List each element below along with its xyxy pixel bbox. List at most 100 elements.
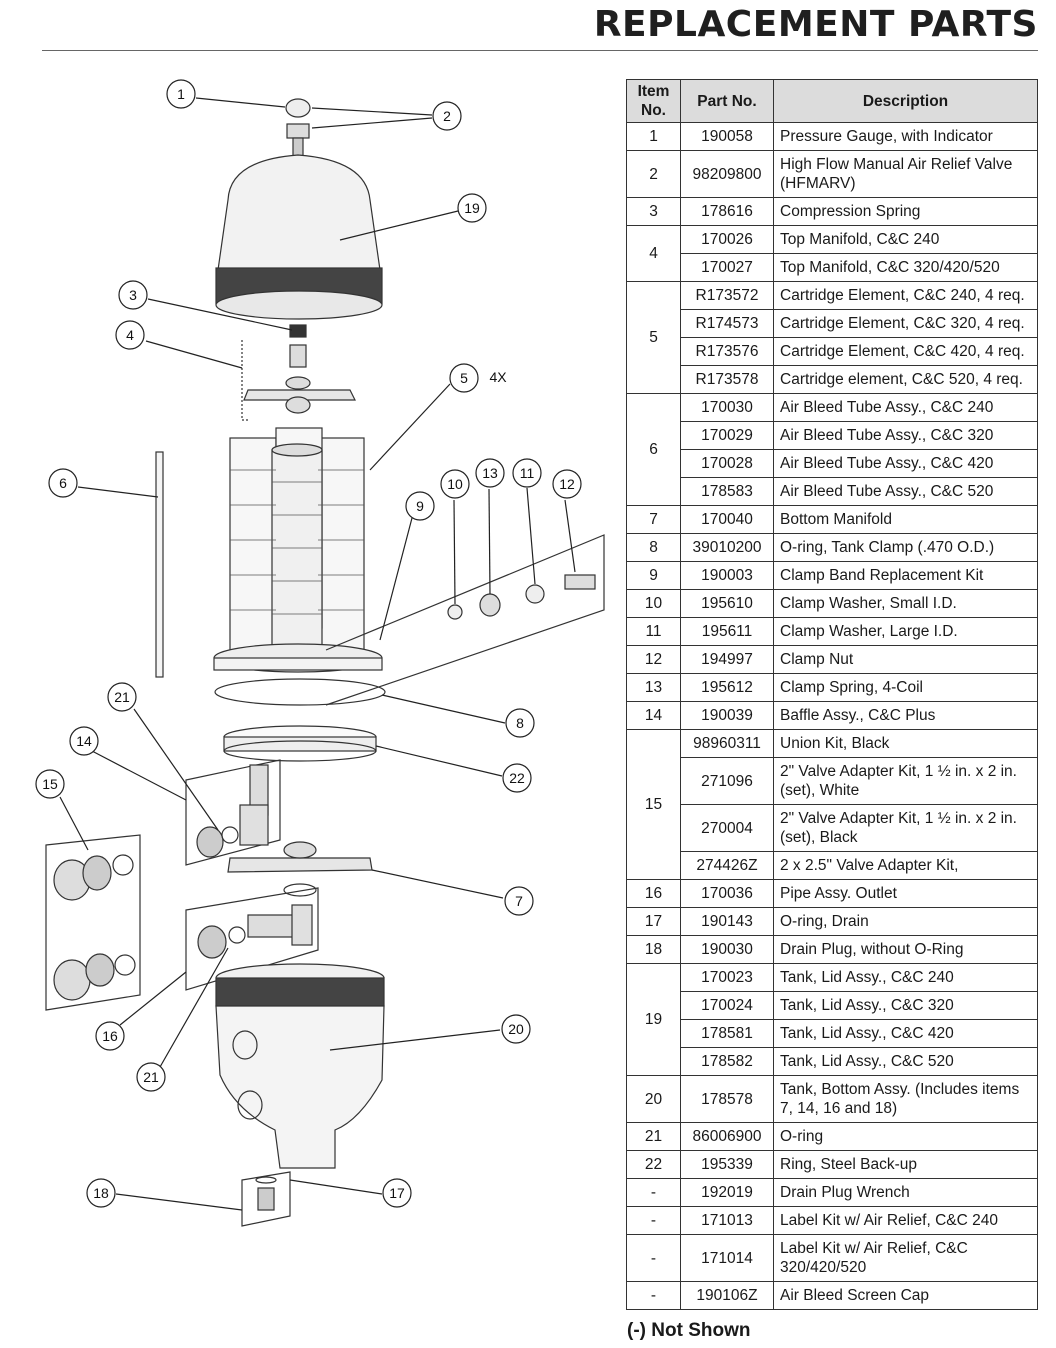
- part-number-cell: 178581: [680, 1019, 774, 1048]
- part-number-cell: 271096: [680, 757, 774, 805]
- part-number-cell: 170040: [680, 505, 774, 534]
- callout-2: 2: [432, 101, 462, 131]
- description-cell: O-ring: [773, 1122, 1038, 1151]
- callout-22: 22: [502, 763, 532, 793]
- callout-1: 1: [166, 79, 196, 109]
- description-cell: Air Bleed Tube Assy., C&C 520: [773, 477, 1038, 506]
- svg-text:17: 17: [389, 1185, 405, 1201]
- part-number-cell: 195339: [680, 1150, 774, 1179]
- part-number-cell: R173578: [680, 365, 774, 394]
- description-cell: Cartridge Element, C&C 420, 4 req.: [773, 337, 1038, 366]
- description-cell: Union Kit, Black: [773, 729, 1038, 758]
- part-number-cell: R173576: [680, 337, 774, 366]
- callout-9: 9: [405, 491, 435, 521]
- part-number-cell: 192019: [680, 1178, 774, 1207]
- part-number-cell: 170027: [680, 253, 774, 282]
- item-number-cell: 6: [626, 393, 681, 506]
- part-number-cell: 190003: [680, 561, 774, 590]
- description-cell: Baffle Assy., C&C Plus: [773, 701, 1038, 730]
- callout-10: 10: [440, 469, 470, 499]
- part-number-cell: 171014: [680, 1234, 774, 1282]
- item-number-cell: 7: [626, 505, 681, 534]
- callout-6: 6: [48, 468, 78, 498]
- description-cell: Cartridge Element, C&C 320, 4 req.: [773, 309, 1038, 338]
- svg-text:21: 21: [143, 1069, 159, 1085]
- part-number-cell: 170024: [680, 991, 774, 1020]
- description-cell: Tank, Bottom Assy. (Includes items 7, 14…: [773, 1075, 1038, 1123]
- callout-16: 16: [95, 1021, 125, 1051]
- description-cell: O-ring, Drain: [773, 907, 1038, 936]
- svg-text:1: 1: [177, 86, 185, 102]
- description-cell: Air Bleed Screen Cap: [773, 1281, 1038, 1310]
- description-cell: Compression Spring: [773, 197, 1038, 226]
- description-cell: Tank, Lid Assy., C&C 320: [773, 991, 1038, 1020]
- part-number-cell: 178616: [680, 197, 774, 226]
- description-cell: Cartridge element, C&C 520, 4 req.: [773, 365, 1038, 394]
- item-number-cell: 22: [626, 1150, 681, 1179]
- description-cell: 2" Valve Adapter Kit, 1 ½ in. x 2 in. (s…: [773, 757, 1038, 805]
- part-number-cell: 195611: [680, 617, 774, 646]
- callout-13: 13: [475, 458, 505, 488]
- description-cell: Air Bleed Tube Assy., C&C 240: [773, 393, 1038, 422]
- callout-4: 4: [115, 320, 145, 350]
- callout-8: 8: [505, 708, 535, 738]
- description-cell: 2 x 2.5" Valve Adapter Kit,: [773, 851, 1038, 880]
- exploded-parts-diagram: 1 2 19 3 4 5 4X 6 9 10 13 11 12 21 14 15…: [35, 79, 605, 1227]
- part-number-cell: 39010200: [680, 533, 774, 562]
- qty-label: 4X: [489, 369, 507, 385]
- item-number-cell: 4: [626, 225, 681, 282]
- svg-text:5: 5: [460, 370, 468, 386]
- part-number-cell: 274426Z: [680, 851, 774, 880]
- part-number-cell: 171013: [680, 1206, 774, 1235]
- item-number-cell: 16: [626, 879, 681, 908]
- item-number-cell: 1: [626, 122, 681, 151]
- part-number-cell: 170036: [680, 879, 774, 908]
- svg-text:3: 3: [129, 287, 137, 303]
- item-number-cell: 8: [626, 533, 681, 562]
- item-number-cell: 3: [626, 197, 681, 226]
- description-cell: High Flow Manual Air Relief Valve (HFMAR…: [773, 150, 1038, 198]
- part-number-cell: 270004: [680, 804, 774, 852]
- item-number-cell: 14: [626, 701, 681, 730]
- svg-text:7: 7: [515, 893, 523, 909]
- description-cell: Pressure Gauge, with Indicator: [773, 122, 1038, 151]
- callout-21-bottom: 21: [136, 1062, 166, 1092]
- item-number-cell: 2: [626, 150, 681, 198]
- svg-text:8: 8: [516, 715, 524, 731]
- header-description: Description: [773, 79, 1038, 123]
- svg-text:15: 15: [42, 776, 58, 792]
- svg-text:4: 4: [126, 327, 134, 343]
- title-rule: [42, 50, 1038, 51]
- part-number-cell: 170029: [680, 421, 774, 450]
- description-cell: Ring, Steel Back-up: [773, 1150, 1038, 1179]
- item-number-cell: 5: [626, 281, 681, 394]
- description-cell: Label Kit w/ Air Relief, C&C 320/420/520: [773, 1234, 1038, 1282]
- part-number-cell: 190106Z: [680, 1281, 774, 1310]
- part-number-cell: 170030: [680, 393, 774, 422]
- description-cell: Tank, Lid Assy., C&C 520: [773, 1047, 1038, 1076]
- callout-20: 20: [501, 1014, 531, 1044]
- part-number-cell: 190143: [680, 907, 774, 936]
- item-number-cell: 15: [626, 729, 681, 880]
- item-number-cell: 12: [626, 645, 681, 674]
- svg-text:13: 13: [482, 465, 498, 481]
- callout-21-top: 21: [107, 682, 137, 712]
